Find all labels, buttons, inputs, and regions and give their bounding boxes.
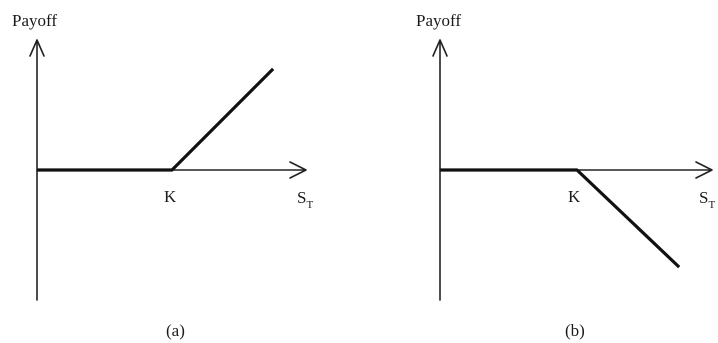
panel-b-strike-label: K: [568, 187, 581, 206]
panel-b-y-label: Payoff: [416, 11, 461, 30]
panel-b-x-label-sub: T: [708, 199, 715, 211]
panel-a-x-label-sub: T: [306, 199, 313, 211]
panel-a-x-label: ST: [297, 188, 313, 211]
panel-a-y-axis-arrow: [29, 39, 45, 57]
panel-a-x-axis-arrow: [289, 161, 307, 179]
panel-b-payoff-line: [440, 168, 681, 269]
panel-a-caption: (a): [166, 321, 185, 340]
panel-a: Payoff K ST (a): [12, 11, 313, 340]
panel-b-caption: (b): [565, 321, 585, 340]
panel-b: Payoff K ST (b): [416, 11, 715, 340]
panel-b-x-axis-arrow: [695, 161, 713, 179]
panel-b-x-label-main: S: [699, 188, 708, 207]
panel-a-y-label: Payoff: [12, 11, 57, 30]
panel-a-payoff-line: [37, 67, 275, 172]
panel-a-x-label-main: S: [297, 188, 306, 207]
panel-a-strike-label: K: [164, 187, 177, 206]
panel-b-x-label: ST: [699, 188, 715, 211]
panel-b-y-axis-arrow: [432, 39, 448, 57]
